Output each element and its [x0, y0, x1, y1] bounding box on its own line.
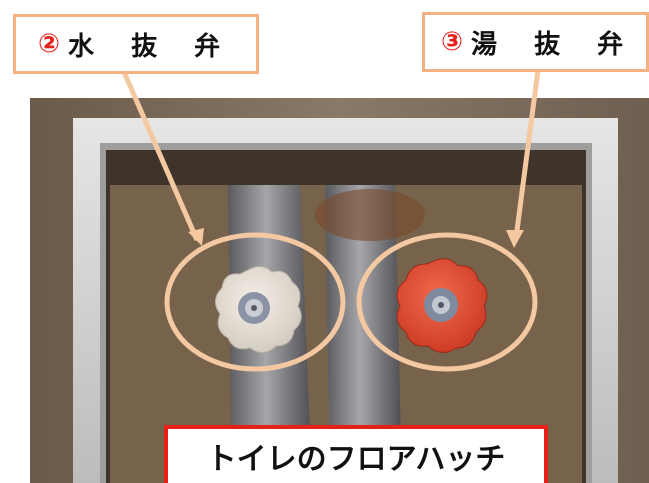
label-number: ③: [441, 27, 464, 57]
hot-drain-valve-label: ③ 湯 抜 弁: [422, 12, 649, 72]
water-valve-highlight: [164, 232, 346, 372]
water-valve-handle: [215, 266, 302, 353]
water-callout-line: [121, 71, 200, 241]
label-number: ②: [38, 29, 61, 59]
hot-callout-arrowhead: [506, 230, 524, 248]
hot-pipe: [325, 185, 402, 483]
hot-callout-line: [513, 69, 541, 239]
label-text: 湯 抜 弁: [471, 29, 638, 60]
hot-valve-highlight: [356, 232, 538, 372]
pipe-rust: [315, 189, 425, 241]
label-text: 水 抜 弁: [68, 31, 235, 62]
hot-valve-handle: [396, 258, 488, 353]
water-drain-valve-label: ② 水 抜 弁: [13, 14, 259, 74]
caption: トイレのフロアハッチ: [164, 425, 548, 483]
water-callout-arrowhead: [188, 228, 204, 246]
